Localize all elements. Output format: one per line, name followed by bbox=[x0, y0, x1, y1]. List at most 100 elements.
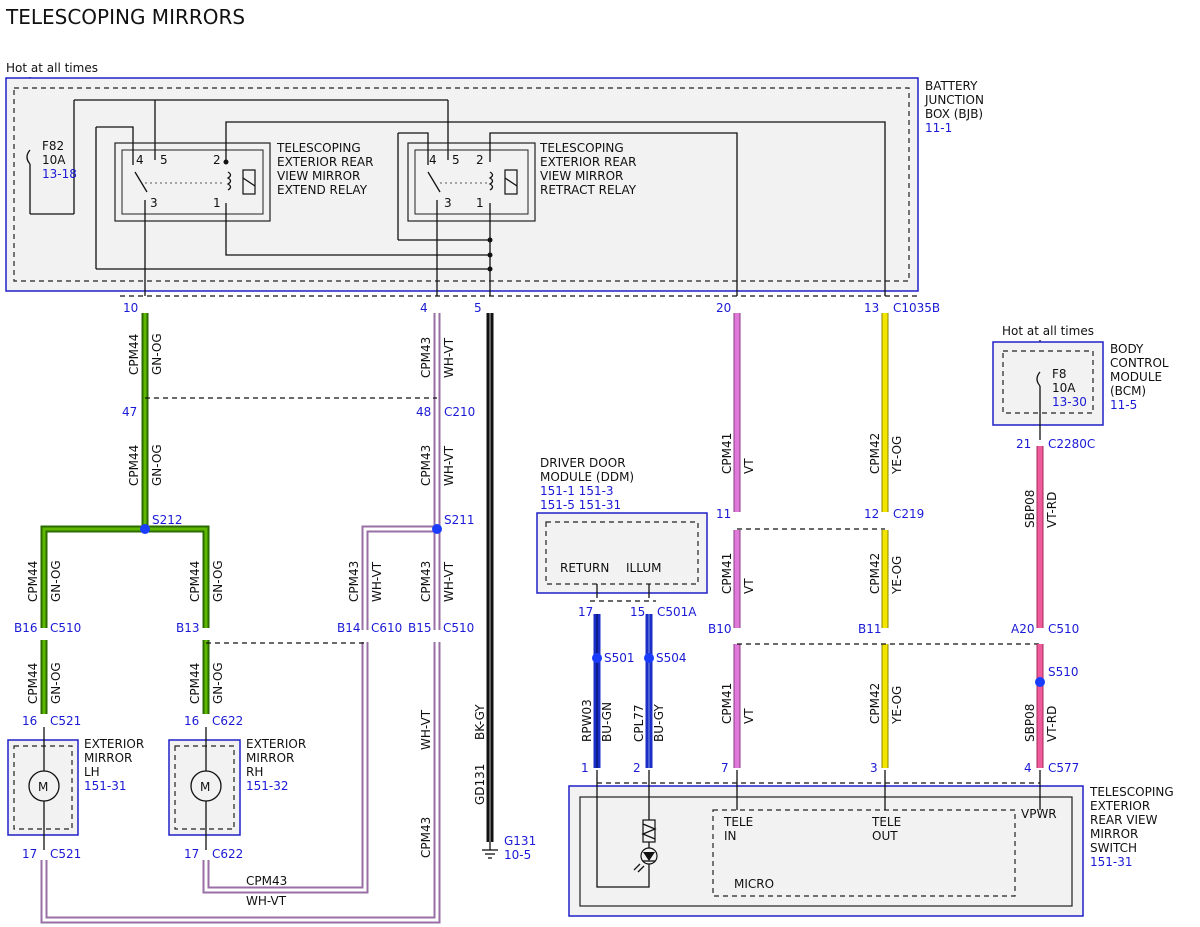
extend-relay-contact bbox=[134, 171, 148, 193]
pin-a20: A20 bbox=[1011, 622, 1034, 636]
extend-relay-label-3: VIEW MIRROR bbox=[277, 169, 360, 183]
extend-relay-box bbox=[114, 142, 271, 222]
pin-sw-3: 3 bbox=[870, 761, 878, 775]
switch-label-2: EXTERIOR bbox=[1090, 799, 1150, 813]
wire-label-bugy: BU-GY bbox=[652, 704, 666, 742]
connector-c1035b[interactable]: C1035B bbox=[893, 301, 940, 315]
pin-20: 20 bbox=[716, 301, 731, 315]
wire-label-yeog-a: YE-OG bbox=[890, 436, 904, 475]
connector-c610[interactable]: C610 bbox=[371, 621, 402, 635]
cpm44-wire-group bbox=[40, 313, 210, 714]
wire-label-gnog-b: GN-OG bbox=[150, 444, 164, 486]
switch-label-1: TELESCOPING bbox=[1089, 785, 1174, 799]
connector-c510-right[interactable]: C510 bbox=[1048, 622, 1079, 636]
connector-c521-bottom[interactable]: C521 bbox=[50, 847, 81, 861]
connector-c219[interactable]: C219 bbox=[893, 507, 924, 521]
bcm-inner bbox=[1002, 350, 1094, 414]
mirror-rh-label-1: EXTERIOR bbox=[246, 737, 306, 751]
wire-label-vt-c: VT bbox=[742, 708, 756, 724]
retract-relay-pin2: 2 bbox=[476, 153, 484, 167]
battery-junction-box bbox=[5, 77, 919, 292]
pin-17-lh: 17 bbox=[22, 847, 37, 861]
bjb-node-1 bbox=[487, 252, 493, 258]
pin-48: 48 bbox=[416, 405, 431, 419]
fuse-f82-rating: 10A bbox=[42, 153, 66, 167]
wire-label-vt-a: VT bbox=[742, 458, 756, 474]
splice-s211 bbox=[432, 524, 442, 534]
extend-relay-pin1-to-ground bbox=[225, 203, 490, 256]
switch-label-4: MIRROR bbox=[1090, 827, 1138, 841]
motor-rh-icon bbox=[190, 770, 222, 802]
mirror-lh-label-3: LH bbox=[84, 765, 100, 779]
retract-relay-label-1: TELESCOPING bbox=[539, 141, 624, 155]
extend-relay-winding bbox=[226, 171, 232, 191]
wire-label-gd131: GD131 bbox=[473, 764, 487, 805]
wire-label-cpm43-e: CPM43 bbox=[419, 817, 433, 858]
ground-ref-link[interactable]: 10-5 bbox=[504, 848, 531, 862]
extend-relay-diode bbox=[242, 177, 256, 187]
fuse-f82-ref-link[interactable]: 13-18 bbox=[42, 167, 77, 181]
mirror-rh-label-2: MIRROR bbox=[246, 751, 294, 765]
fuse-f82-symbol bbox=[26, 149, 31, 165]
ddm-ref-2[interactable]: 151-5 151-31 bbox=[540, 498, 621, 512]
connector-c622-bottom[interactable]: C622 bbox=[212, 847, 243, 861]
connector-c510-b15[interactable]: C510 bbox=[443, 621, 474, 635]
pin-sw-4: 4 bbox=[1024, 761, 1032, 775]
wire-label-vtrd-b: VT-RD bbox=[1045, 706, 1059, 742]
wire-label-vtrd-a: VT-RD bbox=[1045, 492, 1059, 528]
connector-c510-lh[interactable]: C510 bbox=[50, 621, 81, 635]
mirror-lh-ref-link[interactable]: 151-31 bbox=[84, 779, 127, 793]
wire-label-cpm43-b: CPM43 bbox=[419, 445, 433, 486]
connector-c577[interactable]: C577 bbox=[1048, 761, 1079, 775]
wire-label-cpl77: CPL77 bbox=[632, 704, 646, 742]
ground-g131-link[interactable]: G131 bbox=[504, 834, 536, 848]
mirror-rh-ref-link[interactable]: 151-32 bbox=[246, 779, 289, 793]
wire-label-gnog-a: GN-OG bbox=[150, 333, 164, 375]
wire-label-yeog-c: YE-OG bbox=[890, 686, 904, 725]
driver-door-module bbox=[536, 512, 708, 594]
extend-relay-inner bbox=[121, 149, 264, 215]
bjb-node-2 bbox=[487, 237, 493, 243]
wire-label-bugn: BU-GN bbox=[600, 702, 614, 742]
connector-c521-top[interactable]: C521 bbox=[50, 714, 81, 728]
ddm-label-1: DRIVER DOOR bbox=[540, 456, 626, 470]
wire-label-whvt-b: WH-VT bbox=[442, 445, 456, 486]
wire-label-whvt-d: WH-VT bbox=[442, 561, 456, 602]
wire-label-yeog-b: YE-OG bbox=[890, 556, 904, 595]
pin-b11: B11 bbox=[858, 622, 882, 636]
connector-c2280c[interactable]: C2280C bbox=[1048, 437, 1095, 451]
bjb-ref-link[interactable]: 11-1 bbox=[925, 121, 952, 135]
splice-s504 bbox=[644, 653, 654, 663]
retract-relay-pin5: 5 bbox=[452, 153, 460, 167]
pin-15-ddm: 15 bbox=[630, 605, 645, 619]
extend-relay-label-2: EXTERIOR REAR bbox=[277, 155, 373, 169]
pin-4: 4 bbox=[420, 301, 428, 315]
extend-relay-node bbox=[223, 159, 229, 165]
retract-relay-diode bbox=[504, 177, 518, 187]
extend-relay-pin5: 5 bbox=[160, 153, 168, 167]
switch-ref-link[interactable]: 151-31 bbox=[1090, 855, 1133, 869]
pin-16-lh: 16 bbox=[22, 714, 37, 728]
splice-s211-label: S211 bbox=[444, 513, 475, 527]
extend-relay-pin4-wire bbox=[96, 126, 134, 165]
connector-c210[interactable]: C210 bbox=[444, 405, 475, 419]
retract-relay-label-2: EXTERIOR REAR bbox=[540, 155, 636, 169]
cpm43-wire-group bbox=[40, 313, 441, 924]
vpwr-label: VPWR bbox=[1021, 807, 1057, 821]
retract-relay-pin2-to-tele-in bbox=[489, 132, 738, 296]
connector-c501a[interactable]: C501A bbox=[657, 605, 697, 619]
ddm-ref-1[interactable]: 151-1 151-3 bbox=[540, 484, 614, 498]
wire-label-vt-b: VT bbox=[742, 578, 756, 594]
body-control-module bbox=[992, 341, 1104, 426]
extend-relay-label-4: EXTEND RELAY bbox=[277, 183, 368, 197]
switch-inner bbox=[579, 796, 1073, 907]
tele-in-label-2: IN bbox=[724, 829, 737, 843]
bjb-label-3: BOX (BJB) bbox=[925, 107, 983, 121]
connector-c622-top[interactable]: C622 bbox=[212, 714, 243, 728]
wire-label-cpm42-b: CPM42 bbox=[868, 553, 882, 594]
bcm-ref-link[interactable]: 11-5 bbox=[1110, 398, 1137, 412]
fuse-f8-ref-link[interactable]: 13-30 bbox=[1052, 395, 1087, 409]
hot-at-all-times-label: Hot at all times bbox=[6, 61, 98, 75]
pin-13: 13 bbox=[864, 301, 879, 315]
